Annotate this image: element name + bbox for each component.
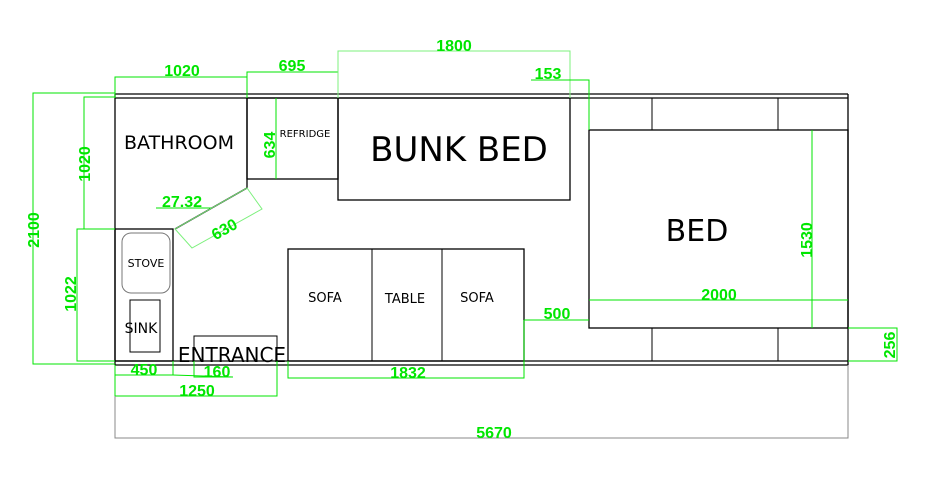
entrance: ENTRANCE: [178, 335, 286, 367]
sink-label: SINK: [125, 321, 158, 337]
bunk-bed: BUNK BED: [337, 97, 571, 201]
dim-bed-length: 2000: [701, 287, 737, 304]
dim-bed-width: 1530: [799, 222, 816, 258]
dim-refridge-depth: 634: [262, 132, 279, 159]
dim-diagonal: 630: [209, 216, 241, 244]
dim-overall-length: 5670: [476, 425, 512, 442]
bed-label: BED: [666, 214, 729, 249]
table-label: TABLE: [384, 292, 425, 307]
dim-counter-depth: 450: [131, 362, 158, 379]
sink: [129, 299, 161, 353]
dim-153: 153: [535, 66, 562, 83]
dim-cabinet-depth: 256: [882, 332, 899, 359]
stove: [121, 232, 171, 294]
bed-area: BED: [588, 98, 849, 361]
dinette: SOFA TABLE SOFA: [287, 248, 525, 362]
dim-entrance-span: 1250: [179, 383, 215, 400]
refridge: REFRIDGE: [246, 97, 339, 180]
dim-refridge-width: 695: [279, 58, 306, 75]
stove-label: STOVE: [128, 257, 165, 270]
dim-door-offset: 160: [204, 364, 231, 381]
dim-sofa-span: 1832: [390, 365, 426, 382]
bunk-bed-label: BUNK BED: [370, 130, 548, 170]
dimension-labels: 1020 695 1800 153 2100 1020 634 27.32 63…: [26, 38, 899, 442]
bathroom-label: BATHROOM: [124, 132, 234, 154]
refridge-label: REFRIDGE: [280, 129, 331, 140]
dim-bunk-bed-width: 1800: [436, 38, 472, 55]
dim-overall-height: 2100: [26, 212, 43, 248]
kitchen-counter: STOVE SINK: [114, 228, 174, 362]
sofa-right-label: SOFA: [460, 291, 494, 306]
sofa-left-label: SOFA: [308, 291, 342, 306]
entrance-label: ENTRANCE: [178, 343, 286, 367]
dim-aisle: 500: [544, 306, 571, 323]
dim-angle: 27.32: [162, 194, 202, 211]
dimension-lines: [32, 50, 898, 439]
dim-bathroom-width: 1020: [164, 63, 200, 80]
dim-kitchen-height: 1022: [63, 276, 80, 312]
dim-bathroom-height: 1020: [77, 146, 94, 182]
